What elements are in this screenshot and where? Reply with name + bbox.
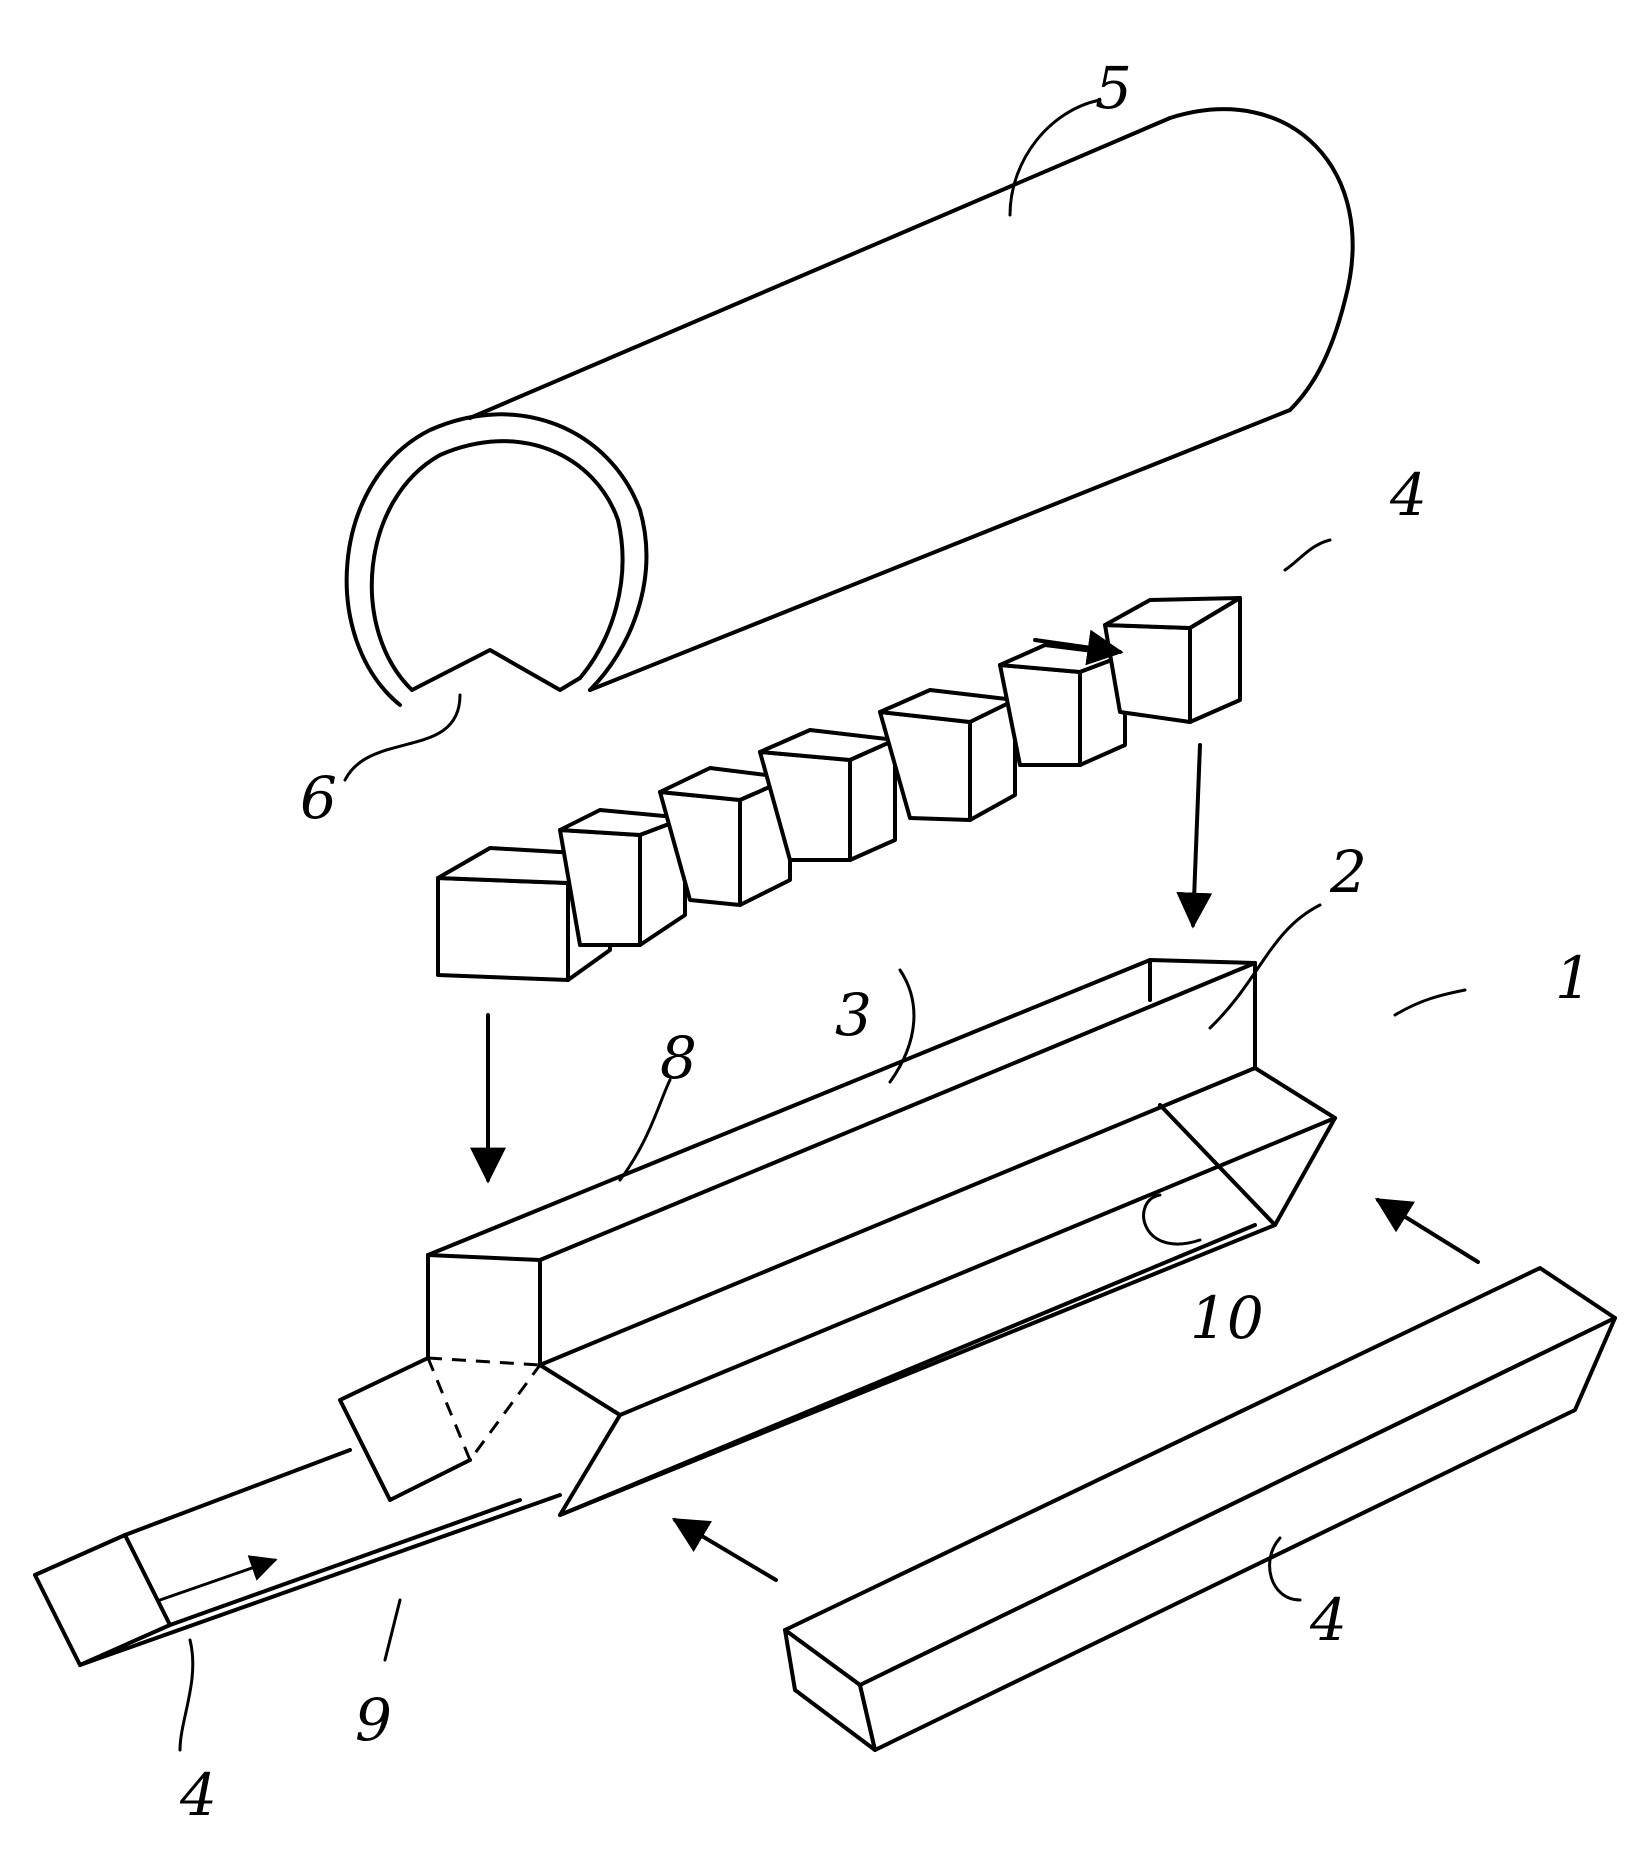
label-trough-edge: 8	[660, 1024, 697, 1092]
bottom-bar	[35, 1450, 560, 1665]
tube-far-end	[1170, 109, 1353, 410]
hidden-edge	[428, 1358, 540, 1460]
trough-end-top	[428, 1255, 540, 1260]
label-trough: 2	[1329, 838, 1367, 906]
label-left-bar: 4	[179, 1761, 217, 1829]
hidden-edge	[428, 1358, 540, 1365]
arrow-icon	[1378, 1200, 1478, 1262]
label-trough-side: 3	[835, 981, 872, 1049]
tube-v-groove	[412, 650, 580, 690]
cube	[1000, 645, 1125, 765]
label-tube: 5	[1095, 54, 1132, 122]
label-groove: 6	[300, 764, 337, 832]
arrow-icon	[675, 1520, 776, 1580]
bottom-bar-end	[125, 1535, 170, 1625]
tube-top-edge	[470, 118, 1170, 418]
trough-underside-inner	[1160, 1105, 1275, 1225]
label-right-bar: 4	[1309, 1586, 1347, 1654]
left-flap	[340, 1358, 470, 1500]
bottom-bar-top	[35, 1450, 350, 1575]
label-bottom-bar: 9	[355, 1686, 392, 1754]
cube	[1105, 598, 1240, 722]
cube	[560, 810, 685, 945]
label-cubes: 4	[1389, 461, 1427, 529]
cube-row	[438, 598, 1240, 980]
arrow-icon	[1193, 745, 1200, 925]
label-assembly: 1	[1555, 944, 1592, 1012]
label-underside: 10	[1190, 1284, 1264, 1352]
cube	[880, 690, 1015, 820]
